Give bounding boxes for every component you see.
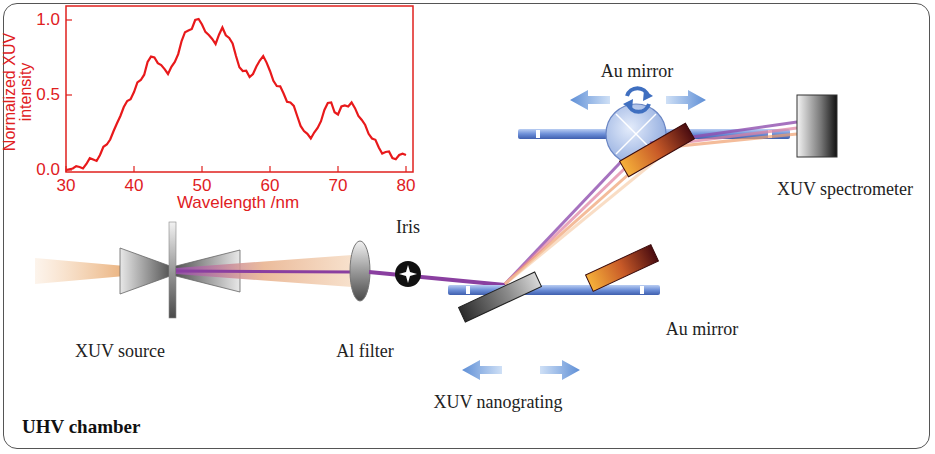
xuv-spectrometer [797,95,837,157]
au-mirror [586,245,659,292]
motion-arrow [666,90,706,110]
tick-mark [66,19,72,20]
al-filter [350,241,370,301]
au-mirror [620,123,695,177]
part-label: XUV nanograting [433,393,562,413]
focusing-cone [120,248,170,294]
tick-mark [133,166,134,172]
tick-mark [201,166,202,172]
tick-label: 50 [193,177,212,196]
motion-arrow [570,90,610,110]
rotation-arrow [643,90,653,101]
tick-label: 0.5 [36,86,60,105]
axis-title: Normalized XUV intensity [2,17,33,167]
rail-mark [466,286,470,294]
chamber-label: UHV chamber [22,416,140,438]
part-label: XUV spectrometer [777,180,913,200]
xuv-beam [176,271,352,272]
part-label: Al filter [336,342,393,362]
tick-label: 60 [261,177,280,196]
motion-arrow [462,360,502,380]
tick-label: 80 [397,177,416,196]
tick-mark [269,166,270,172]
tick-label: 1.0 [36,11,60,30]
spectrum-curve [66,19,406,170]
chamber-frame: UHV chamber [3,3,930,449]
tick-label: 0.0 [36,161,60,180]
rail-mark [640,286,644,294]
rail-mark [536,130,540,138]
part-label: Au mirror [666,320,738,340]
tick-label: 30 [57,177,76,196]
motion-arrow [540,360,580,380]
axis-title: Wavelength /nm [177,194,299,213]
chart-background [0,0,422,212]
tick-label: 70 [329,177,348,196]
xuv-beam [176,255,352,287]
tick-mark [66,94,72,95]
tick-mark [405,166,406,172]
tick-label: 40 [125,177,144,196]
xuv-beam [369,272,505,285]
rotation-arrow [623,99,633,110]
xuv-nanograting [459,272,542,322]
iris [395,261,421,287]
gas-cell [169,222,176,318]
laser-beam [35,258,125,284]
translation-rail [448,285,660,295]
tick-mark [337,166,338,172]
part-label: Au mirror [601,62,673,82]
axes-frame [66,6,413,172]
part-label: Iris [396,218,420,238]
part-label: XUV source [75,342,165,362]
iris-star [399,265,417,283]
